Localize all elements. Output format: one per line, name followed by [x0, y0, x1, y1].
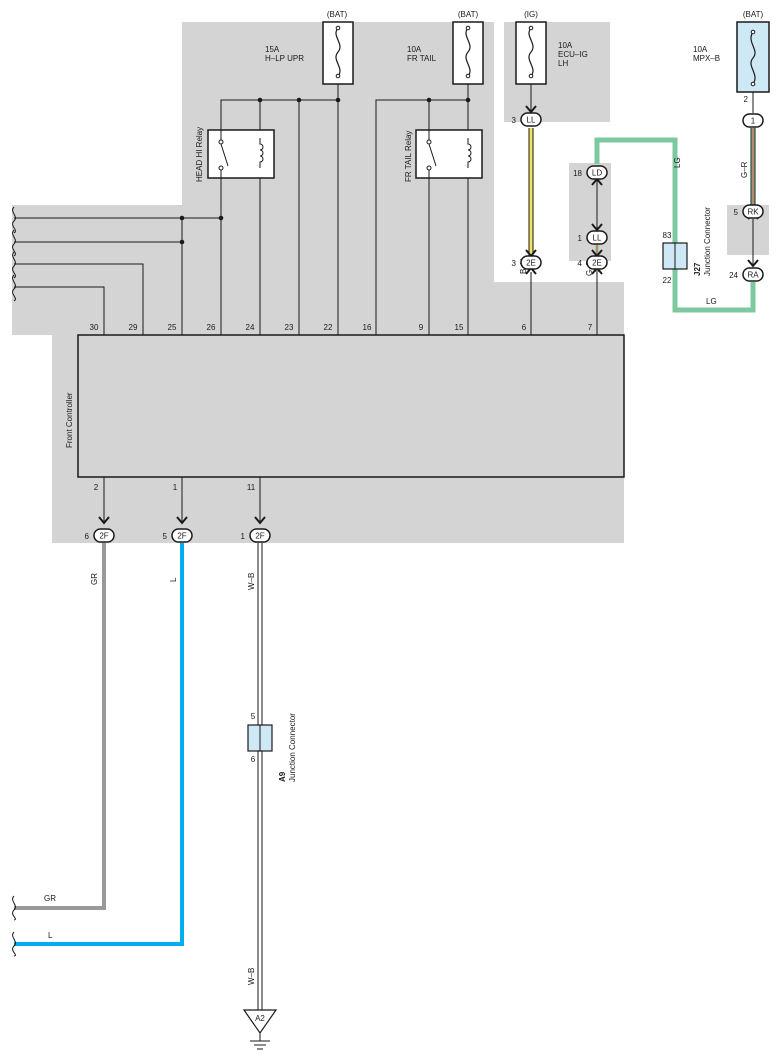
head-hi-wiring — [220, 84, 341, 335]
wire-color-label: L — [48, 931, 53, 940]
fuse-mpx-b: (BAT) 10A MPX–B — [693, 10, 770, 93]
fuse-hlp-upr: (BAT) 15A H–LP UPR — [265, 10, 354, 85]
connector-2f-pin1: 2F 5 — [163, 528, 193, 543]
pin-label: 16 — [363, 323, 372, 332]
connector-mpx-1: 1 2 — [742, 95, 764, 128]
relay-label: HEAD HI Relay — [195, 127, 204, 182]
fuse-rating: 10A — [558, 41, 573, 50]
pin-label: 83 — [663, 231, 672, 240]
front-controller: Front Controller 30 29 25 26 24 23 22 16… — [65, 323, 625, 492]
pin-label: 25 — [168, 323, 177, 332]
fuse-ecu-ig-lh: (IG) 10A ECU–IG LH — [515, 10, 588, 85]
connector-id: 2E — [526, 259, 536, 268]
fuse-source: (BAT) — [458, 10, 479, 19]
junction-name: Junction Connector — [703, 207, 712, 276]
pin-label: 5 — [251, 712, 256, 721]
fuse-source: (BAT) — [327, 10, 348, 19]
fuse-source: (IG) — [524, 10, 538, 19]
connector-pin: 2 — [744, 95, 749, 104]
connector-id: 2F — [99, 532, 108, 541]
ground-a2: A2 — [242, 1009, 278, 1050]
junction-connector-a9: 5 6 A9 Junction Connector — [247, 712, 297, 782]
connector-ra: RA 24 — [729, 267, 764, 282]
junction-id: J27 — [693, 262, 702, 276]
wire-color-label: W–B — [247, 968, 256, 985]
pin-label: 15 — [455, 323, 464, 332]
fuse-name: FR TAIL — [407, 54, 437, 63]
wire-color-label: W–B — [247, 573, 256, 590]
fuse-name: H–LP UPR — [265, 54, 304, 63]
pin-label: 9 — [419, 323, 424, 332]
wire-lg: LG LG — [594, 137, 756, 313]
junction-connector-j27: 83 22 J27 Junction Connector — [662, 207, 712, 285]
pin-label: 22 — [324, 323, 333, 332]
wire-color-label: LG — [706, 297, 717, 306]
connector-id: LL — [593, 234, 602, 243]
pin-label: 6 — [522, 323, 527, 332]
pin-label: 1 — [173, 483, 178, 492]
fuse-rating: 15A — [265, 45, 280, 54]
junction-name: Junction Connector — [288, 713, 297, 782]
fuse-source: (BAT) — [743, 10, 764, 19]
connector-pin: 5 — [734, 208, 739, 217]
connector-ll-top: LL 3 — [512, 112, 542, 127]
connector-rk: RK 5 — [734, 204, 764, 219]
fuse-rating: 10A — [693, 45, 708, 54]
fuse-name: ECU–IG — [558, 50, 588, 59]
pin-label: 30 — [90, 323, 99, 332]
connector-id: 2F — [255, 532, 264, 541]
pin-label: 7 — [588, 323, 593, 332]
wire-color-label: GR — [44, 894, 56, 903]
wire-color-label: LG — [673, 157, 682, 168]
connector-id: 2E — [592, 259, 602, 268]
connector-id: 2F — [177, 532, 186, 541]
relay-label: FR TAIL Relay — [404, 131, 413, 182]
fr-tail-relay: FR TAIL Relay — [404, 129, 483, 182]
connector-pin: 18 — [573, 169, 582, 178]
connector-ll-mid: LL 1 — [578, 230, 608, 245]
fuse-name: LH — [558, 59, 568, 68]
fuse-name: MPX–B — [693, 54, 720, 63]
bottom-wires: GR L W–B GR L W–B — [12, 477, 266, 1010]
pin-label: 26 — [207, 323, 216, 332]
connector-pin: 24 — [729, 271, 738, 280]
pin-label: 11 — [247, 483, 256, 492]
connector-2e-pin6: 2E 3 — [512, 255, 542, 270]
connector-id: LL — [527, 116, 536, 125]
pin-label: 2 — [94, 483, 99, 492]
left-input-wires — [12, 206, 224, 335]
connector-id: LD — [592, 169, 602, 178]
fr-tail-wiring — [375, 84, 471, 335]
connector-pin: 6 — [85, 532, 90, 541]
connector-ld: LD 18 — [573, 165, 608, 180]
junction-id: A9 — [278, 771, 287, 782]
connector-2e-pin7: 2E 4 — [578, 255, 608, 270]
head-hi-relay: HEAD HI Relay — [195, 127, 275, 182]
connector-pin: 3 — [512, 116, 517, 125]
connector-pin: 4 — [578, 259, 583, 268]
connector-2f-pin11: 2F 1 — [241, 528, 271, 543]
wire-color-label: GR — [90, 573, 99, 585]
pin-label: 22 — [663, 276, 672, 285]
wire-color-label: L — [169, 577, 178, 582]
connector-pin: 1 — [578, 234, 583, 243]
connector-id: RK — [747, 208, 759, 217]
pin-label: 24 — [246, 323, 255, 332]
connector-pin: 5 — [163, 532, 168, 541]
connector-pin: 3 — [512, 259, 517, 268]
connector-2f-pin2: 2F 6 — [85, 528, 115, 543]
fuse-rating: 10A — [407, 45, 422, 54]
connector-id: 1 — [751, 117, 756, 126]
pin-label: 6 — [251, 755, 256, 764]
ground-id: A2 — [255, 1014, 265, 1023]
connector-id: RA — [747, 271, 759, 280]
pin-label: 29 — [129, 323, 138, 332]
controller-label: Front Controller — [65, 392, 74, 448]
pin-label: 23 — [285, 323, 294, 332]
wire-color-label: G–R — [740, 161, 749, 178]
connector-pin: 1 — [241, 532, 246, 541]
